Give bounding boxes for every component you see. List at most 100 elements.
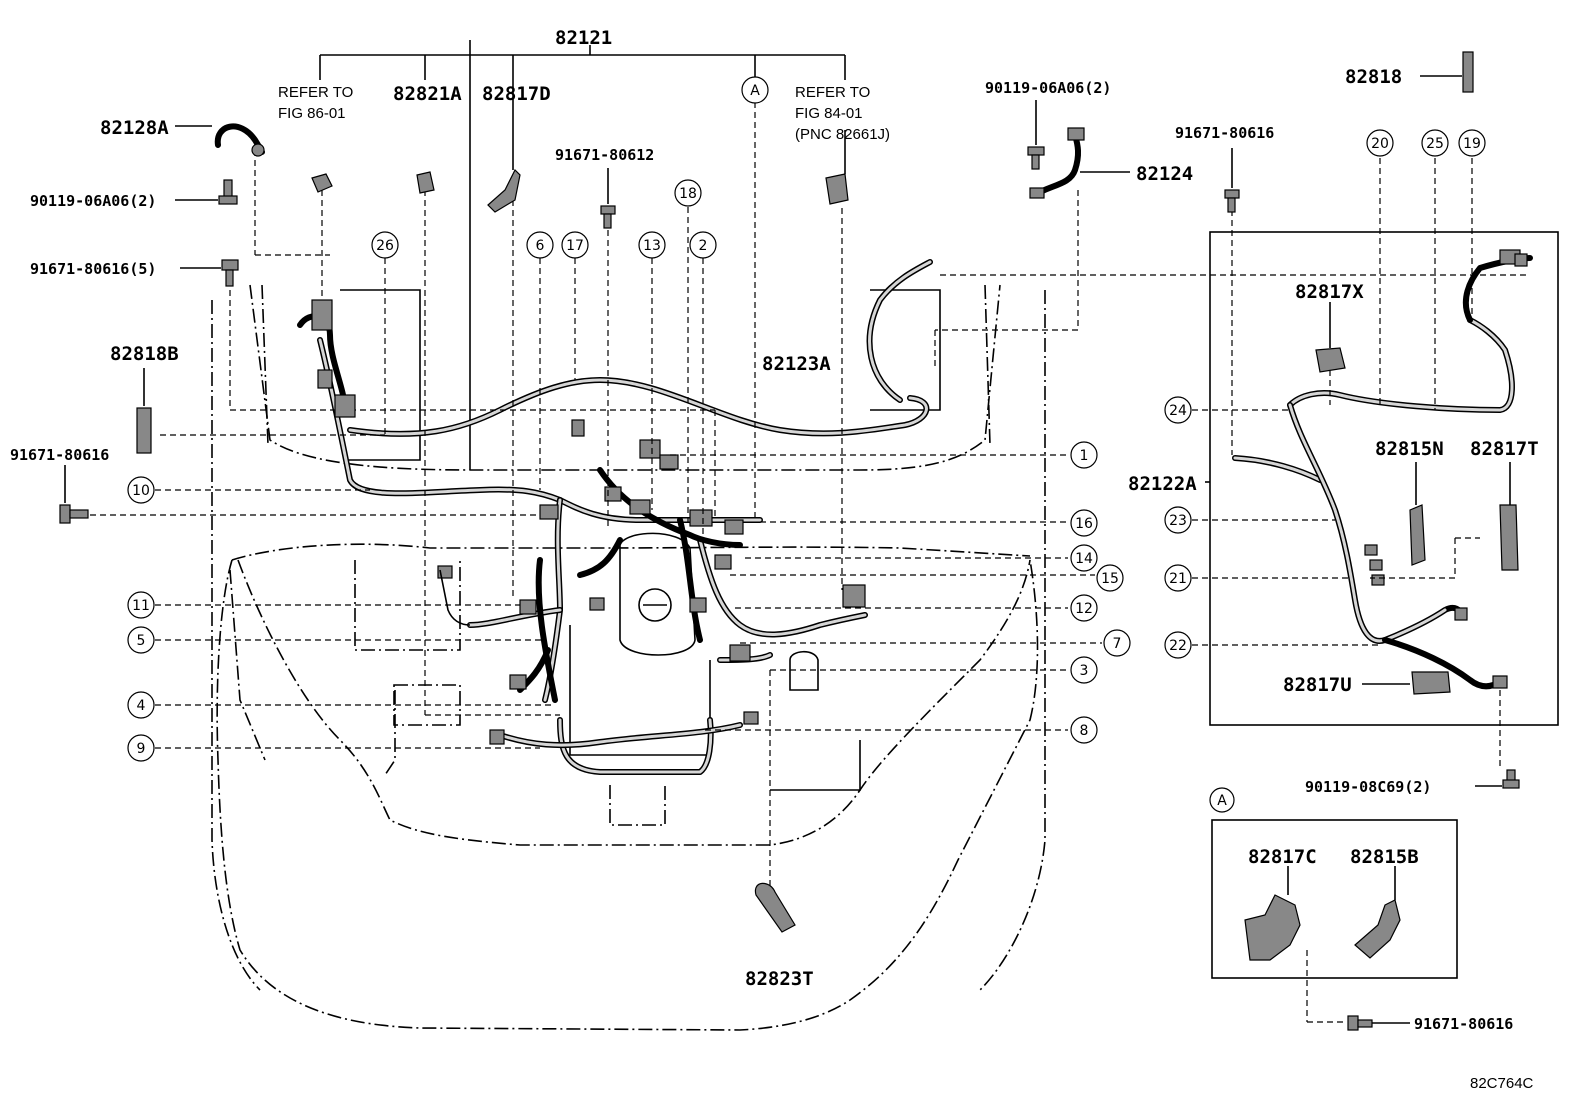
svg-text:12: 12: [1075, 601, 1093, 617]
fig84-connector: [825, 130, 849, 205]
bolt-91671-left: [59, 465, 89, 524]
label-82818: 82818: [1345, 66, 1402, 88]
left-harness-branch: [297, 299, 356, 418]
bolt-91671-80612: [600, 168, 616, 229]
inset-82122A: [1192, 158, 1559, 770]
component-82818: [1420, 51, 1474, 93]
label-82817X: 82817X: [1295, 281, 1364, 303]
fig86-connector: [311, 173, 333, 193]
svg-text:13: 13: [643, 238, 661, 254]
diagram-code: 82C764C: [1470, 1075, 1534, 1092]
svg-text:26: 26: [376, 238, 394, 254]
label-fig-86-01: FIG 86-01: [278, 105, 346, 122]
label-82122A: 82122A: [1128, 473, 1197, 495]
component-82823T: [754, 882, 796, 933]
callout-8: 8: [1070, 716, 1098, 744]
callout-20: 20: [1366, 129, 1394, 157]
label-82124: 82124: [1136, 163, 1193, 185]
callout-3: 3: [1070, 656, 1098, 684]
svg-text:1: 1: [1080, 448, 1089, 464]
callout-14: 14: [1070, 544, 1098, 572]
callout-circles: 1 2 3 4 5 6 7 8 9 10 11 12 13 14 15 16 1…: [127, 76, 1486, 813]
svg-text:3: 3: [1080, 663, 1089, 679]
callout-25: 25: [1421, 129, 1449, 157]
label-90119-06A06-top: 90119-06A06(2): [985, 79, 1111, 97]
callout-21: 21: [1164, 564, 1192, 592]
label-82815B: 82815B: [1350, 846, 1419, 868]
svg-text:15: 15: [1101, 571, 1119, 587]
callout-23: 23: [1164, 506, 1192, 534]
label-82128A: 82128A: [100, 117, 169, 139]
callout-A-inset: A: [1209, 787, 1235, 813]
callout-15: 15: [1096, 564, 1124, 592]
svg-text:24: 24: [1169, 403, 1187, 419]
inset-A: [1211, 819, 1458, 1031]
component-82128A: [175, 123, 265, 157]
part-labels: 82121 82128A 90119-06A06(2) 91671-80616(…: [10, 27, 1539, 1092]
component-82817T: [1499, 462, 1519, 571]
svg-text:25: 25: [1426, 136, 1444, 152]
callout-13: 13: [638, 231, 666, 259]
svg-text:23: 23: [1169, 513, 1187, 529]
callout-9: 9: [127, 734, 155, 762]
component-82817D: [487, 80, 521, 213]
svg-text:A: A: [750, 83, 760, 99]
engine-connectors: [437, 419, 866, 745]
leader-lines: [90, 102, 1530, 895]
callout-5: 5: [127, 626, 155, 654]
bolt-90119-left: [175, 179, 238, 205]
component-82817X: [1315, 302, 1346, 373]
svg-text:10: 10: [132, 483, 150, 499]
bolt-90119-08C69: [1475, 769, 1520, 789]
svg-text:11: 11: [132, 598, 150, 614]
label-91671-80616-right: 91671-80616: [1175, 124, 1274, 142]
svg-text:4: 4: [137, 698, 146, 714]
callout-11: 11: [127, 591, 155, 619]
component-82124: [1029, 127, 1130, 199]
callout-22: 22: [1164, 631, 1192, 659]
callout-1: 1: [1070, 441, 1098, 469]
label-82815N: 82815N: [1375, 438, 1444, 460]
label-90119-08C69: 90119-08C69(2): [1305, 778, 1431, 796]
label-82817D: 82817D: [482, 83, 551, 105]
svg-text:16: 16: [1075, 516, 1093, 532]
label-90119-06A06-left: 90119-06A06(2): [30, 192, 156, 210]
callout-16: 16: [1070, 509, 1098, 537]
svg-text:18: 18: [679, 186, 697, 202]
bolt-91671-right: [1224, 148, 1240, 213]
callout-A-top: A: [741, 76, 769, 104]
component-82821A: [416, 171, 435, 194]
svg-text:17: 17: [566, 238, 584, 254]
svg-text:14: 14: [1075, 551, 1093, 567]
label-fig-84-01: FIG 84-01: [795, 105, 863, 122]
label-82121: 82121: [555, 27, 612, 49]
svg-text:21: 21: [1169, 571, 1187, 587]
callout-10: 10: [127, 476, 155, 504]
vehicle-body-outline: [211, 284, 1046, 1031]
callout-26: 26: [371, 231, 399, 259]
callout-2: 2: [689, 231, 717, 259]
svg-text:19: 19: [1463, 136, 1481, 152]
svg-text:9: 9: [137, 741, 146, 757]
callout-18: 18: [674, 179, 702, 207]
label-pnc-82661j: (PNC 82661J): [795, 126, 890, 143]
label-82821A: 82821A: [393, 83, 462, 105]
callout-24: 24: [1164, 396, 1192, 424]
svg-text:2: 2: [699, 238, 708, 254]
label-91671-80612: 91671-80612: [555, 146, 654, 164]
bracket-82121: [319, 45, 846, 80]
label-refer-to-2: REFER TO: [795, 84, 870, 101]
label-91671-80616-5: 91671-80616(5): [30, 260, 156, 278]
label-refer-to-1: REFER TO: [278, 84, 353, 101]
svg-text:A: A: [1217, 793, 1227, 809]
svg-text:22: 22: [1169, 638, 1187, 654]
callout-17: 17: [561, 231, 589, 259]
svg-text:5: 5: [137, 633, 146, 649]
callout-12: 12: [1070, 594, 1098, 622]
label-82818B: 82818B: [110, 343, 179, 365]
component-82817U: [1362, 671, 1451, 695]
svg-text:20: 20: [1371, 136, 1389, 152]
svg-text:8: 8: [1080, 723, 1089, 739]
callout-4: 4: [127, 691, 155, 719]
